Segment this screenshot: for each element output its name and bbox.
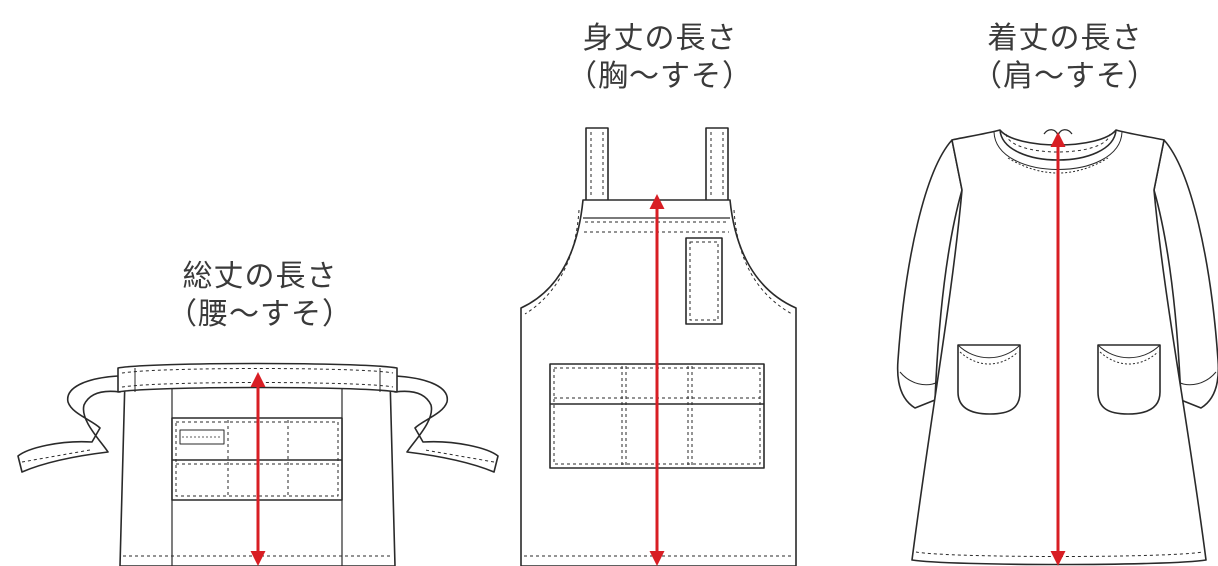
waist-apron-title: 総丈の長さ [182,259,338,294]
smock-subtitle: （肩～すそ） [972,59,1158,94]
smock-label: 着丈の長さ （肩～すそ） [945,20,1185,96]
waist-apron-label: 総丈の長さ （腰～すそ） [140,258,380,334]
waist-apron-subtitle: （腰～すそ） [167,297,353,332]
bib-apron-label: 身丈の長さ （胸～すそ） [540,20,780,96]
smock-title: 着丈の長さ [987,21,1143,56]
bib-apron-subtitle: （胸～すそ） [567,59,753,94]
bib-apron-title: 身丈の長さ [582,21,738,56]
